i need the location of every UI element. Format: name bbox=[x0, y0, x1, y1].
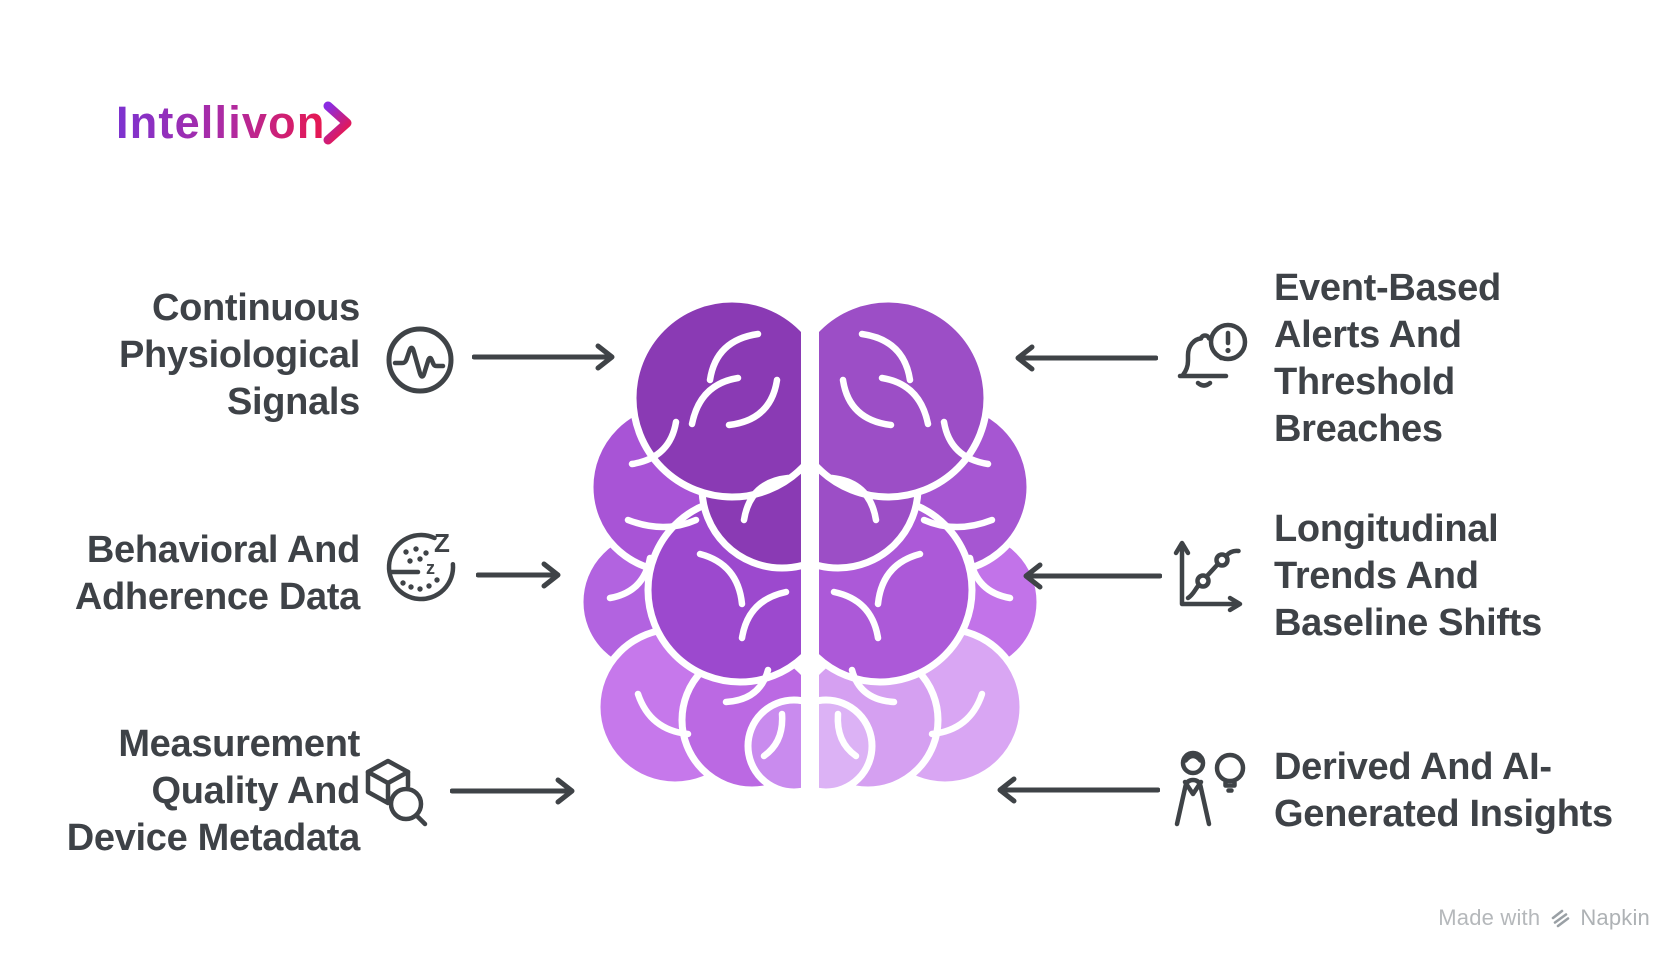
label-line: Physiological bbox=[118, 334, 360, 376]
watermark: Made with Napkin bbox=[1438, 905, 1650, 931]
label-continuous-physiological-signals: Continuous Physiological Signals bbox=[20, 285, 360, 426]
svg-text:Z: Z bbox=[434, 528, 450, 558]
arrow-left-1 bbox=[472, 343, 615, 371]
label-line: Threshold bbox=[1274, 361, 1455, 403]
label-line: Continuous bbox=[151, 287, 360, 329]
person-idea-icon bbox=[1168, 742, 1258, 828]
label-line: Breaches bbox=[1274, 408, 1443, 450]
logo: Intellivon bbox=[116, 97, 352, 148]
label-line: Quality And bbox=[151, 770, 360, 812]
label-line: Baseline Shifts bbox=[1274, 602, 1542, 644]
label-derived-ai-insights: Derived And AI- Generated Insights bbox=[1274, 744, 1674, 838]
heartbeat-icon bbox=[382, 322, 458, 398]
label-line: Signals bbox=[226, 381, 360, 423]
label-event-based-alerts: Event-Based Alerts And Threshold Breache… bbox=[1274, 265, 1674, 453]
label-line: Derived And AI- bbox=[1274, 746, 1552, 788]
brain-right-hemisphere bbox=[819, 295, 1040, 794]
alert-bell-icon bbox=[1168, 312, 1256, 398]
label-behavioral-adherence-data: Behavioral And Adherence Data bbox=[20, 527, 360, 621]
sleep-icon: Z z bbox=[376, 522, 476, 618]
label-measurement-quality-device-metadata: Measurement Quality And Device Metadata bbox=[20, 721, 361, 862]
label-line: Longitudinal bbox=[1274, 508, 1499, 550]
brain-gyri-right bbox=[828, 330, 1014, 760]
logo-text: Intellivon bbox=[116, 97, 326, 148]
label-longitudinal-trends: Longitudinal Trends And Baseline Shifts bbox=[1274, 506, 1674, 647]
label-line: Trends And bbox=[1274, 555, 1479, 597]
trend-chart-icon bbox=[1168, 534, 1256, 614]
logo-chevron-icon bbox=[323, 101, 352, 145]
label-line: Behavioral And bbox=[86, 529, 360, 571]
arrow-left-2 bbox=[476, 561, 561, 589]
label-line: Alerts And bbox=[1274, 314, 1462, 356]
label-line: Measurement bbox=[118, 723, 360, 765]
arrow-left-3 bbox=[450, 777, 575, 805]
label-line: Device Metadata bbox=[66, 817, 361, 859]
arrow-right-3 bbox=[997, 776, 1160, 804]
watermark-brand: Napkin bbox=[1580, 905, 1650, 930]
label-line: Adherence Data bbox=[74, 576, 360, 618]
svg-text:z: z bbox=[426, 558, 435, 578]
label-line: Generated Insights bbox=[1274, 793, 1613, 835]
watermark-prefix: Made with bbox=[1438, 905, 1541, 930]
arrow-right-2 bbox=[1023, 562, 1162, 590]
brain-gyri-left bbox=[606, 330, 792, 760]
brain-left-hemisphere bbox=[580, 295, 801, 794]
arrow-right-1 bbox=[1015, 344, 1158, 372]
label-line: Event-Based bbox=[1274, 267, 1501, 309]
brain-illustration bbox=[580, 295, 1040, 794]
napkin-logo-icon bbox=[1552, 909, 1570, 928]
cube-search-icon bbox=[354, 748, 438, 832]
